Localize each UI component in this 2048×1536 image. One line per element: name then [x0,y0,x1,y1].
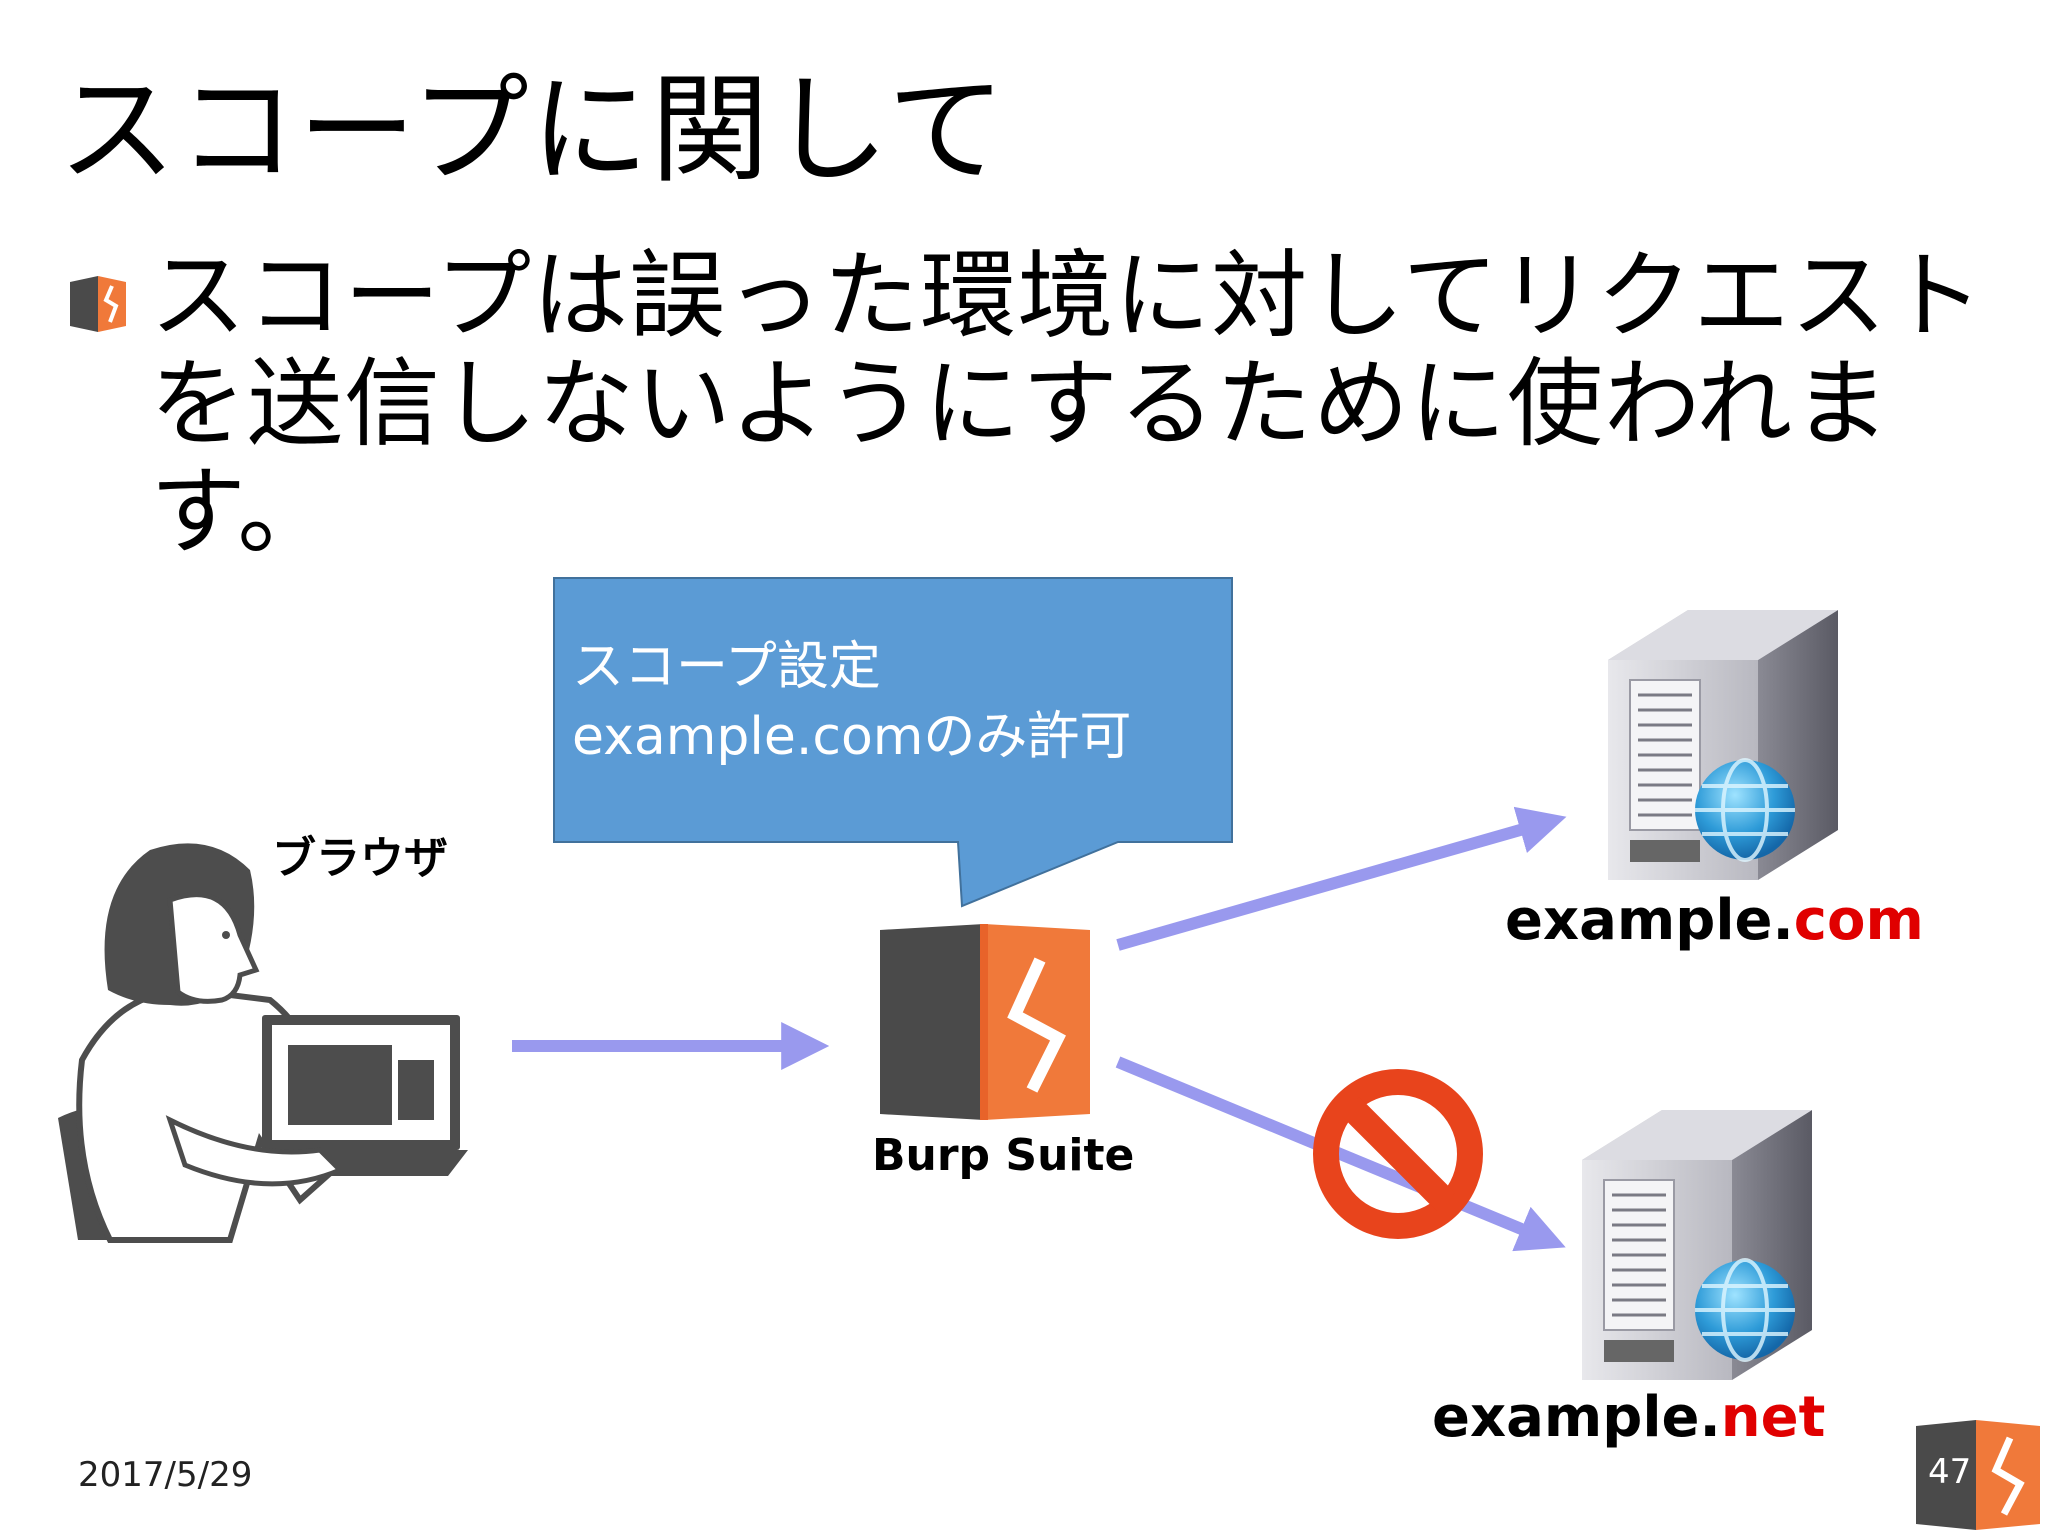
bullet-text: スコープは誤った環境に対してリクエストを送信しないようにするために使われます。 [150,240,1985,568]
footer-burp-logo-icon [1916,1420,2040,1530]
burp-to-allowed-arrow [1116,806,1567,951]
slide-title: スコープに関して [58,61,1008,199]
blocked-host-label: example.net [1432,1385,1825,1450]
burp-suite-label: Burp Suite [872,1130,1135,1181]
blocked-host-name: example. [1432,1385,1721,1450]
burp-suite-logo-icon [880,924,1090,1120]
callout-line-2: example.comのみ許可 [572,707,1132,767]
browser-label: ブラウザ [272,833,448,884]
person-at-laptop-icon [58,843,468,1243]
callout-text: スコープ設定 example.comのみ許可 [572,632,1212,772]
allowed-host-tld: com [1793,888,1924,953]
allowed-host-label: example.com [1505,888,1924,953]
blocked-host-tld: net [1720,1385,1826,1450]
page-number: 47 [1928,1452,1972,1492]
burp-logo-icon [70,276,126,332]
allowed-host-name: example. [1505,888,1794,953]
footer-date: 2017/5/29 [78,1455,253,1495]
callout-line-1: スコープ設定 [572,637,881,697]
prohibited-icon [1313,1069,1483,1239]
scope-callout [553,577,1233,908]
